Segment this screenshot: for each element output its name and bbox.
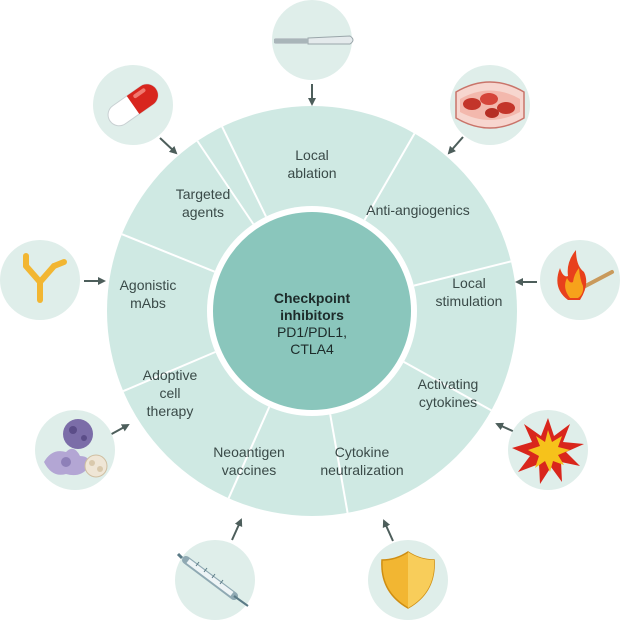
explosion-icon bbox=[512, 418, 584, 484]
center-sub-line2: CTLA4 bbox=[290, 341, 334, 357]
syringe-icon bbox=[176, 552, 249, 607]
divider bbox=[363, 132, 416, 221]
bubble-anti-angiogenics bbox=[450, 65, 530, 145]
label-agonistic-mabs-1: Agonistic bbox=[120, 277, 177, 293]
label-targeted-agents-2: agents bbox=[182, 204, 224, 220]
arrow-cytokine-neutralization bbox=[382, 519, 394, 542]
bubble-activating-cytokines bbox=[508, 410, 588, 490]
shield-icon bbox=[381, 551, 435, 609]
antibody-icon bbox=[23, 253, 67, 303]
label-cytokine-neutralization-2: neutralization bbox=[320, 462, 403, 478]
bubble-neoantigen-vaccines bbox=[175, 540, 255, 620]
center-title-line2: inhibitors bbox=[280, 307, 344, 323]
scalpel-icon bbox=[274, 35, 354, 45]
label-adoptive-cell-therapy-1: Adoptive bbox=[143, 367, 198, 383]
divider bbox=[413, 260, 512, 287]
label-neoantigen-vaccines-1: Neoantigen bbox=[213, 444, 285, 460]
bubble-cytokine-neutralization bbox=[368, 540, 448, 620]
blood-vessel-icon bbox=[455, 81, 525, 129]
arrow-anti-angiogenics bbox=[447, 136, 464, 155]
bubble-targeted-agents bbox=[93, 65, 173, 145]
label-targeted-agents-1: Targeted bbox=[176, 186, 230, 202]
bubble-agonistic-mabs bbox=[0, 240, 80, 320]
segment-dividers bbox=[121, 126, 512, 514]
label-adoptive-cell-therapy-3: therapy bbox=[147, 403, 194, 419]
bubble-adoptive-cell-therapy bbox=[35, 410, 115, 490]
label-neoantigen-vaccines-2: vaccines bbox=[222, 462, 276, 478]
center-sub-line1: PD1/PDL1, bbox=[277, 324, 347, 340]
center-title-line1: Checkpoint bbox=[274, 290, 351, 306]
label-anti-angiogenics-1: Anti-angiogenics bbox=[366, 202, 470, 218]
divider bbox=[221, 126, 267, 218]
core-fill bbox=[213, 212, 411, 410]
bubble-local-ablation bbox=[272, 0, 354, 80]
label-local-ablation-1: Local bbox=[295, 147, 328, 163]
divider bbox=[121, 233, 215, 273]
divider bbox=[122, 351, 216, 393]
label-local-stimulation-1: Local bbox=[452, 275, 485, 291]
segment-labels: Local ablation Anti-angiogenics Local st… bbox=[120, 147, 503, 478]
divider bbox=[403, 361, 492, 412]
bubble-local-stimulation bbox=[540, 240, 620, 320]
label-activating-cytokines-1: Activating bbox=[418, 376, 479, 392]
label-activating-cytokines-2: cytokines bbox=[419, 394, 477, 410]
label-cytokine-neutralization-1: Cytokine bbox=[335, 444, 390, 460]
label-local-ablation-2: ablation bbox=[287, 165, 336, 181]
label-local-stimulation-2: stimulation bbox=[436, 293, 503, 309]
label-agonistic-mabs-2: mAbs bbox=[130, 295, 166, 311]
pill-capsule-icon bbox=[107, 83, 159, 127]
label-adoptive-cell-therapy-2: cell bbox=[159, 385, 180, 401]
arrow-targeted-agents bbox=[159, 137, 178, 155]
arrow-neoantigen-vaccines bbox=[231, 518, 243, 541]
divider bbox=[227, 406, 271, 499]
immune-cells-icon bbox=[44, 419, 108, 478]
divider bbox=[196, 140, 255, 225]
center-label: Checkpoint inhibitors PD1/PDL1, CTLA4 bbox=[274, 290, 351, 357]
divider bbox=[329, 414, 349, 514]
match-flame-icon bbox=[557, 250, 614, 300]
